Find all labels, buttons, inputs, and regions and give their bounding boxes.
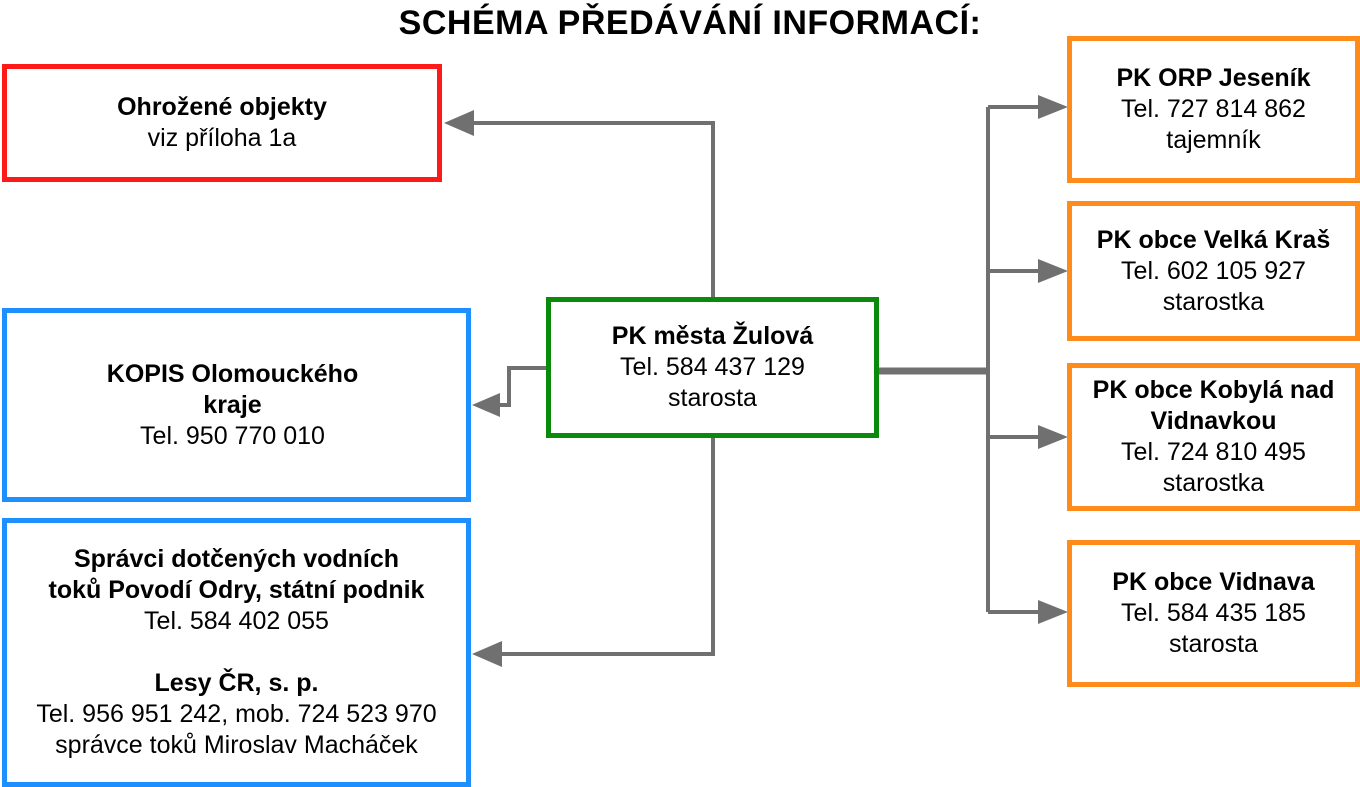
- arrowhead-ohrozene: [444, 110, 474, 136]
- box-spravci-toku: Správci dotčených vodních toků Povodí Od…: [2, 518, 471, 787]
- kopis-name-line1: KOPIS Olomouckého: [106, 359, 359, 388]
- spravci-name-line2: toků Povodí Odry, státní podnik: [48, 576, 425, 604]
- kobyla-name-line2: Vidnavkou: [1150, 407, 1277, 435]
- kobyla-tel: Tel. 724 810 495: [1121, 438, 1306, 466]
- arrowhead-orp-jesenik: [1038, 95, 1068, 119]
- box-ohrozene-objekty: Ohrožené objekty viz příloha 1a: [2, 64, 442, 182]
- arrowhead-spravci: [472, 641, 502, 667]
- vidnava-role: starosta: [1169, 630, 1258, 658]
- box-pk-velka-kras: PK obce Velká Kraš Tel. 602 105 927 star…: [1067, 201, 1360, 341]
- ohrozene-name: Ohrožené objekty: [117, 93, 327, 121]
- orp-role: tajemník: [1166, 126, 1261, 154]
- arrow-to-ohrozene: [474, 121, 715, 297]
- box-pk-zulova: PK města Žulová Tel. 584 437 129 starost…: [546, 297, 879, 438]
- velka-kras-name: PK obce Velká Kraš: [1096, 225, 1331, 254]
- box-pk-kobyla: PK obce Kobylá nad Vidnavkou Tel. 724 81…: [1067, 363, 1360, 511]
- kopis-name-line2: kraje: [203, 390, 262, 419]
- lesy-role: správce toků Miroslav Macháček: [55, 731, 418, 759]
- velka-kras-role: starostka: [1162, 287, 1265, 316]
- box-kopis: KOPIS Olomouckého kraje Tel. 950 770 010: [2, 308, 471, 502]
- arrowhead-vidnava: [1038, 600, 1068, 624]
- kobyla-name-line1: PK obce Kobylá nad: [1092, 376, 1335, 404]
- ohrozene-note: viz příloha 1a: [147, 124, 297, 152]
- lesy-tel: Tel. 956 951 242, mob. 724 523 970: [36, 700, 437, 728]
- vidnava-name: PK obce Vidnava: [1112, 568, 1315, 596]
- center-name: PK města Žulová: [611, 322, 814, 350]
- kobyla-role: starostka: [1162, 469, 1265, 497]
- velka-kras-tel: Tel. 602 105 927: [1121, 256, 1306, 285]
- diagram-title: SCHÉMA PŘEDÁVÁNÍ INFORMACÍ:: [398, 4, 982, 42]
- vidnava-tel: Tel. 584 435 185: [1121, 599, 1306, 627]
- box-pk-orp-jesenik: PK ORP Jeseník Tel. 727 814 862 tajemník: [1067, 36, 1360, 183]
- arrowhead-velka-kras: [1038, 259, 1068, 283]
- arrow-to-kopis: [500, 366, 547, 407]
- lesy-name: Lesy ČR, s. p.: [154, 669, 319, 697]
- center-role: starosta: [668, 384, 757, 412]
- arrowhead-kopis: [472, 393, 500, 417]
- kopis-tel: Tel. 950 770 010: [140, 421, 325, 450]
- center-tel: Tel. 584 437 129: [620, 353, 805, 381]
- arrowhead-kobyla: [1038, 425, 1068, 449]
- orp-name: PK ORP Jeseník: [1116, 64, 1311, 92]
- arrow-to-spravci: [502, 437, 715, 656]
- spravci-tel: Tel. 584 402 055: [144, 607, 329, 635]
- spravci-name-line1: Správci dotčených vodních: [73, 545, 400, 573]
- box-pk-vidnava: PK obce Vidnava Tel. 584 435 185 starost…: [1067, 540, 1360, 687]
- orp-tel: Tel. 727 814 862: [1121, 95, 1306, 123]
